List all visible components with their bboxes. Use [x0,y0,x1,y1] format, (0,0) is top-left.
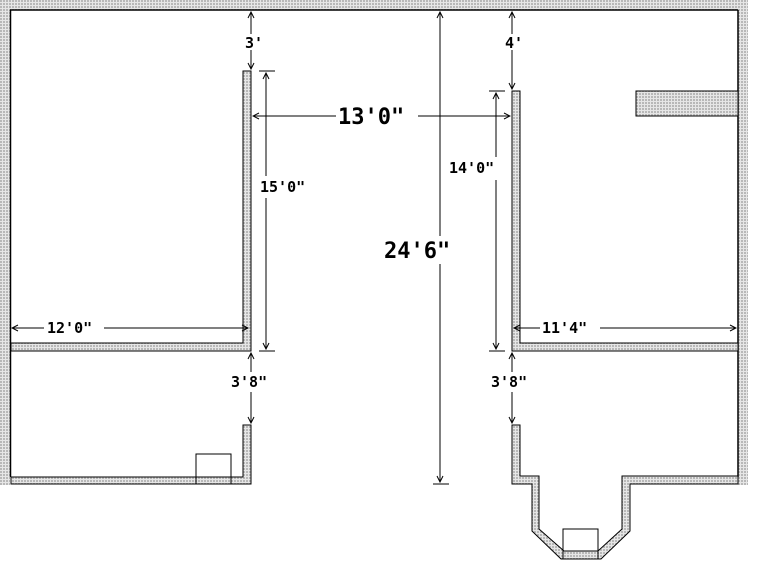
dim-total-depth: 24'6" [384,239,450,264]
dim-right-top-gap: 4' [505,34,523,52]
outer-walls [0,0,748,485]
dim-left-opening: 3'8" [231,373,267,391]
right-counter [635,90,739,117]
dim-center-width: 13'0" [338,105,404,130]
left-bottom-box [195,453,232,485]
dim-right-wall-length: 14'0" [449,159,494,177]
dim-left-wall-length: 15'0" [260,178,305,196]
right-room-walls [511,90,739,560]
dim-left-top-gap: 3' [245,34,263,52]
dim-left-room-width: 12'0" [47,319,92,337]
dimension-lines [12,12,736,485]
left-room-walls [10,70,252,485]
dim-right-opening: 3'8" [491,373,527,391]
dim-right-room-width: 11'4" [542,319,587,337]
dimension-labels: 3' 4' 13'0" 15'0" 14'0" 24'6" 12'0" 11'4… [47,34,587,391]
right-bay-box [562,528,599,560]
